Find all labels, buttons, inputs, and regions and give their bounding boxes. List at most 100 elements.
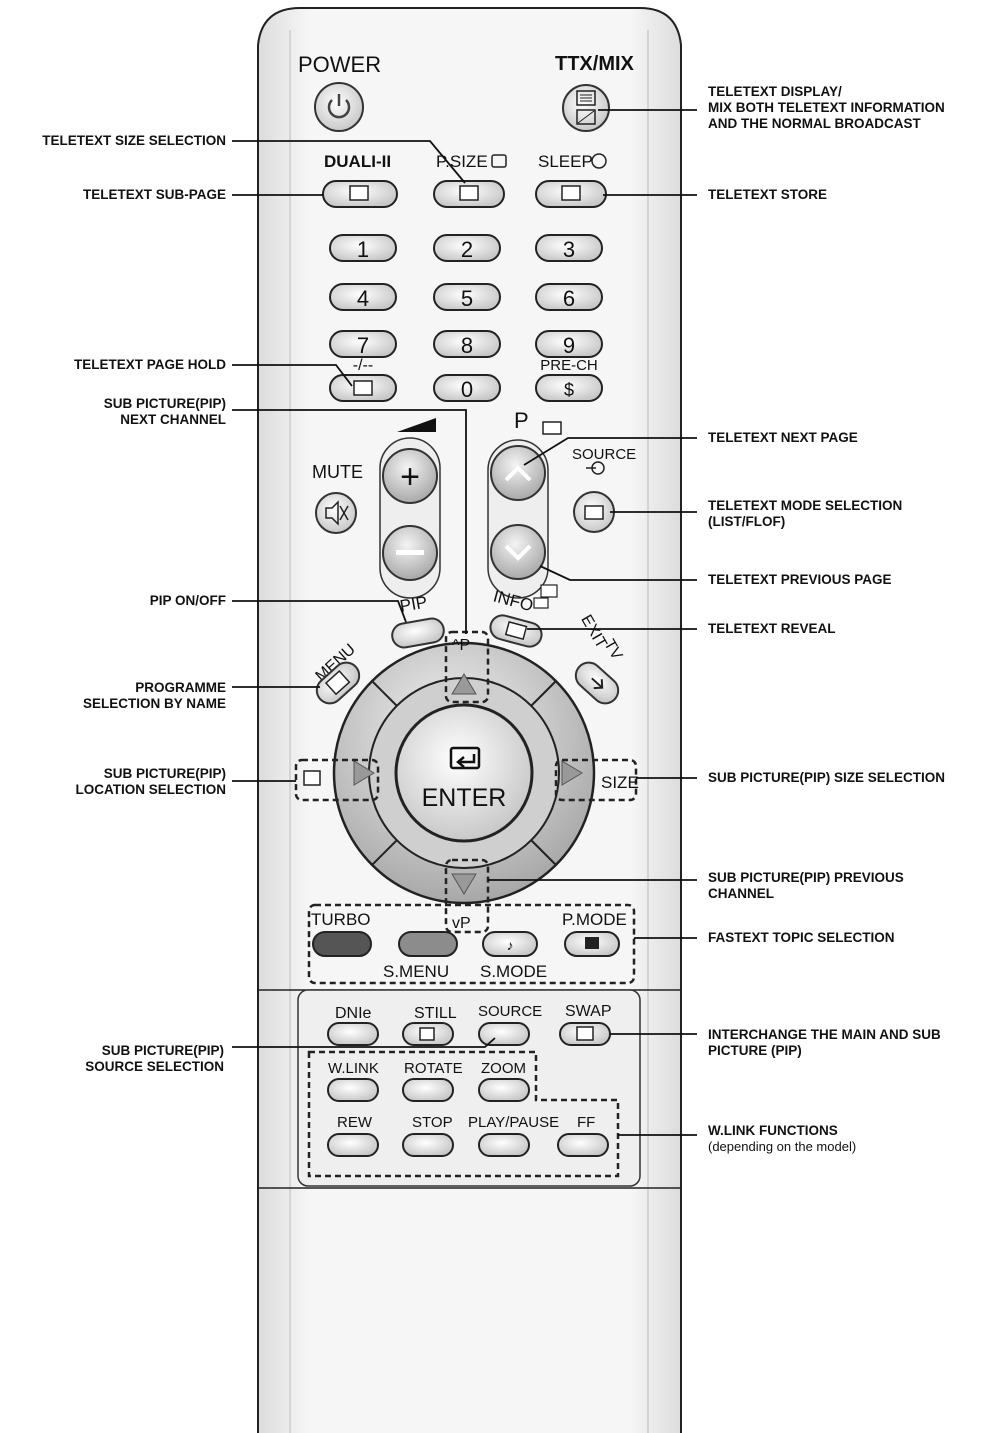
reveal-icon xyxy=(504,620,528,641)
ff-button[interactable] xyxy=(557,1133,609,1157)
svg-text:3: 3 xyxy=(563,237,575,262)
nav-divider xyxy=(530,839,557,866)
enter-button[interactable] xyxy=(394,703,534,843)
dash-button[interactable] xyxy=(329,374,397,402)
enter-icon xyxy=(449,746,481,770)
dash-label: -/-- xyxy=(353,357,373,374)
swap-button[interactable] xyxy=(559,1022,611,1046)
smode-button[interactable]: ♪ xyxy=(482,931,538,957)
callout-pip-location: SUB PICTURE(PIP)LOCATION SELECTION xyxy=(75,766,227,797)
psize-label: P.SIZE xyxy=(436,152,488,171)
info-button[interactable] xyxy=(488,613,544,650)
svg-text:8: 8 xyxy=(461,333,473,358)
callout-teletext-mode: TELETEXT MODE SELECTION(LIST/FLOF) xyxy=(708,498,903,529)
swap-label: SWAP xyxy=(565,1003,612,1020)
ff-label: FF xyxy=(577,1114,595,1131)
turbo-label: TURBO xyxy=(311,910,371,929)
callout-teletext-display: TELETEXT DISPLAY/MIX BOTH TELETEXT INFOR… xyxy=(708,84,945,131)
fastext-highlight xyxy=(307,903,636,985)
green-button[interactable] xyxy=(398,931,458,957)
digit-8-button[interactable]: 8 xyxy=(433,330,501,358)
menu-button[interactable] xyxy=(311,657,364,708)
channel-down-button[interactable] xyxy=(490,524,546,580)
callout-pip-size: SUB PICTURE(PIP) SIZE SELECTION xyxy=(708,770,946,785)
callout-pip-next-channel: SUB PICTURE(PIP)NEXT CHANNEL xyxy=(103,396,226,427)
digit-4-button[interactable]: 4 xyxy=(329,283,397,311)
red-button[interactable] xyxy=(312,931,372,957)
callout-teletext-reveal: TELETEXT REVEAL xyxy=(708,621,836,636)
source-top-label: SOURCE xyxy=(572,446,636,463)
hold-icon xyxy=(353,380,373,396)
digit-0-button[interactable]: 0 xyxy=(433,374,501,402)
pip-size-highlight xyxy=(554,758,638,802)
playpause-label: PLAY/PAUSE xyxy=(468,1114,559,1131)
svg-text:1: 1 xyxy=(357,237,369,262)
callout-teletext-prev-page: TELETEXT PREVIOUS PAGE xyxy=(708,572,892,587)
dual-button[interactable] xyxy=(322,180,398,208)
svg-text:9: 9 xyxy=(563,333,575,358)
sleep-button[interactable] xyxy=(535,180,607,208)
nav-divider xyxy=(371,839,398,866)
enter-label: ENTER xyxy=(422,784,507,812)
power-label: POWER xyxy=(298,52,381,77)
stop-button[interactable] xyxy=(402,1133,454,1157)
triangle-left-icon xyxy=(353,760,375,786)
zoom-label: ZOOM xyxy=(481,1060,526,1077)
lower-panel xyxy=(297,989,641,1187)
nav-divider xyxy=(371,680,398,707)
wlink-label: W.LINK xyxy=(328,1060,379,1077)
callout-teletext-next-page: TELETEXT NEXT PAGE xyxy=(708,430,858,445)
still-label: STILL xyxy=(414,1005,457,1022)
mute-button[interactable] xyxy=(315,492,357,534)
dnie-button[interactable] xyxy=(327,1022,379,1046)
svg-text:6: 6 xyxy=(563,286,575,311)
rew-label: REW xyxy=(337,1114,373,1131)
pip-next-highlight xyxy=(444,630,490,704)
exit-button[interactable] xyxy=(570,657,623,708)
callout-teletext-sub-page: TELETEXT SUB-PAGE xyxy=(82,187,226,202)
playpause-button[interactable] xyxy=(478,1133,530,1157)
still-button[interactable] xyxy=(402,1022,454,1046)
svg-text:0: 0 xyxy=(461,377,473,402)
digit-9-button[interactable]: 9 xyxy=(535,330,603,358)
channel-up-button[interactable] xyxy=(490,445,546,501)
zoom-button[interactable] xyxy=(478,1078,530,1102)
rotate-label: ROTATE xyxy=(404,1060,463,1077)
volume-up-button[interactable] xyxy=(382,448,438,504)
pip-label: PIP xyxy=(398,592,428,615)
psize-button[interactable] xyxy=(433,180,505,208)
source-button[interactable] xyxy=(478,1022,530,1046)
pmode-button[interactable] xyxy=(564,931,620,957)
smode-label: S.MODE xyxy=(480,962,547,981)
callout-teletext-store: TELETEXT STORE xyxy=(708,187,828,202)
digit-6-button[interactable]: 6 xyxy=(535,283,603,311)
ttx-mix-button[interactable] xyxy=(562,84,610,132)
rew-button[interactable] xyxy=(327,1133,379,1157)
power-button[interactable] xyxy=(314,82,364,132)
digit-3-button[interactable]: 3 xyxy=(535,234,603,262)
chevron-down-icon xyxy=(504,544,532,561)
digit-7-button[interactable]: 7 xyxy=(329,330,397,358)
rotate-button[interactable] xyxy=(402,1078,454,1102)
pip-location-icon xyxy=(303,770,321,786)
prech-button[interactable]: $ xyxy=(535,374,603,402)
wlink-button[interactable] xyxy=(327,1078,379,1102)
size-label: SIZE xyxy=(601,773,639,792)
p-label: P xyxy=(514,408,529,433)
pip-button[interactable] xyxy=(390,617,445,650)
callout-wlink: W.LINK FUNCTIONS(depending on the model) xyxy=(708,1123,857,1154)
digit-2-button[interactable]: 2 xyxy=(433,234,501,262)
navigation-pad: ENTER xyxy=(332,641,596,905)
psize-icon xyxy=(491,154,507,168)
digit-5-button[interactable]: 5 xyxy=(433,283,501,311)
digit-1-button[interactable]: 1 xyxy=(329,234,397,262)
volume-wedge-icon xyxy=(397,418,436,432)
exit-arrow-icon xyxy=(591,677,604,690)
triangle-right-icon xyxy=(561,760,583,786)
svg-text:5: 5 xyxy=(461,286,473,311)
subpage-icon xyxy=(349,185,369,201)
swap-icon xyxy=(576,1026,594,1041)
size-icon xyxy=(459,185,479,201)
